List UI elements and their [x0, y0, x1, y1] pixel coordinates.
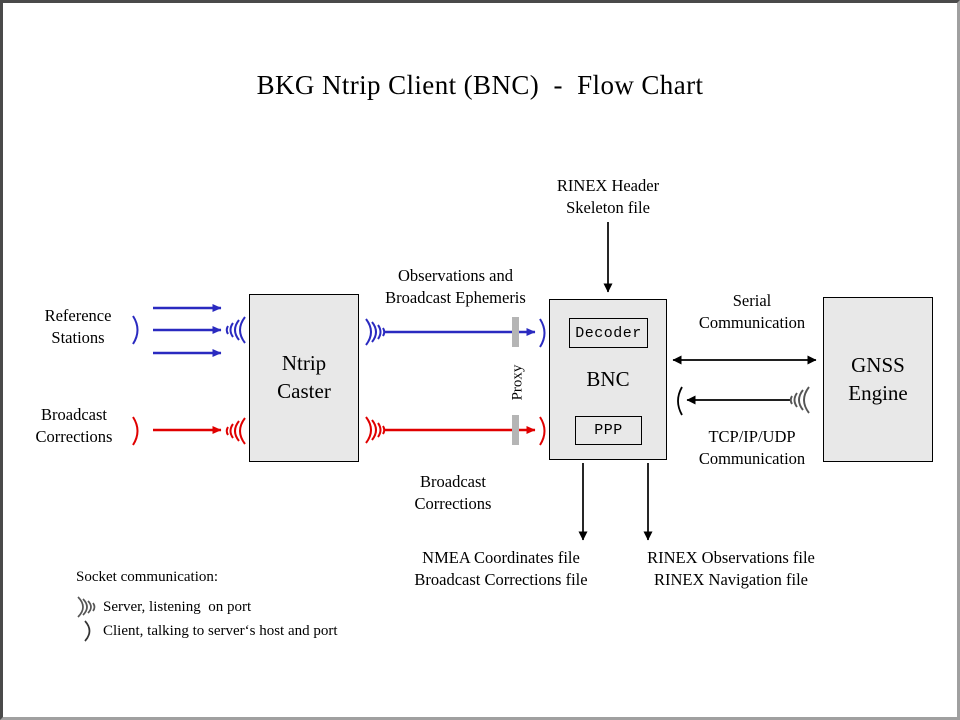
output-file-arrows [578, 463, 653, 541]
server-socket-icon-caster-output-corrections [365, 416, 386, 444]
client-socket-icon-reference-stations [132, 315, 139, 345]
server-socket-icon-caster-input-corrections [225, 417, 246, 445]
bnc-decoder-label: Decoder [575, 324, 642, 342]
proxy-label: Proxy [509, 364, 526, 401]
label-observations-line1: Observations and [397, 266, 514, 285]
bnc-ppp-label: PPP [594, 422, 623, 439]
server-socket-icon-caster-output-observations [365, 318, 386, 346]
bnc-decoder-box[interactable]: Decoder [569, 318, 648, 348]
label-observations-line2: Broadcast Ephemeris [385, 288, 526, 307]
client-socket-icon-bnc-observations [539, 318, 546, 348]
connector-layer [153, 222, 817, 541]
node-gnss-engine[interactable]: GNSS Engine [823, 297, 933, 462]
label-broadcast-corrections-input-line2: Corrections [35, 427, 113, 446]
label-tcpip-communication-line2: Communication [698, 449, 806, 468]
legend-server-label: Server, listening on port [103, 599, 252, 615]
ntrip-caster-label-line2: Caster [277, 379, 331, 403]
server-socket-icon-gnss-tcpip [789, 386, 810, 414]
label-serial-communication-line2: Communication [698, 313, 806, 332]
client-socket-icon-bnc-tcpip [677, 386, 683, 416]
label-reference-stations-line1: Reference [44, 306, 112, 325]
legend-title: Socket communication: [76, 569, 219, 585]
label-broadcast-corrections-mid-line1: Broadcast [420, 472, 486, 491]
node-ntrip-caster[interactable]: Ntrip Caster [249, 294, 359, 462]
page-title: BKG Ntrip Client (BNC) - Flow Chart [256, 70, 704, 100]
label-output-right-line2: RINEX Navigation file [654, 570, 808, 589]
ntrip-caster-label-line1: Ntrip [281, 351, 327, 376]
legend-client-label: Client, talking to server‘s host and por… [103, 623, 338, 639]
proxy-bar-top [512, 317, 519, 347]
client-socket-icon-broadcast-corrections [132, 416, 139, 446]
label-rinex-header-line1: RINEX Header [556, 176, 660, 195]
label-broadcast-corrections-input-line1: Broadcast [41, 405, 107, 424]
label-output-left-line1: NMEA Coordinates file [422, 548, 580, 567]
gnss-engine-label-line1: GNSS [851, 352, 905, 377]
label-reference-stations-line2: Stations [51, 328, 105, 347]
label-broadcast-corrections-mid-line2: Corrections [414, 494, 492, 513]
server-socket-icon-caster-input [225, 316, 246, 344]
label-rinex-header-line2: Skeleton file [566, 198, 650, 217]
label-output-right-line1: RINEX Observations file [647, 548, 815, 567]
label-output-left-line2: Broadcast Corrections file [414, 570, 588, 589]
bnc-ppp-box[interactable]: PPP [575, 416, 642, 445]
label-serial-communication-line1: Serial [732, 291, 772, 310]
proxy-bar-bottom [512, 415, 519, 445]
reference-station-arrows [153, 304, 222, 357]
gnss-engine-label-line2: Engine [848, 380, 908, 405]
bnc-label: BNC [586, 366, 630, 391]
legend-server-socket-icon [77, 596, 96, 618]
label-tcpip-communication-line1: TCP/IP/UDP [708, 427, 796, 446]
client-socket-icon-bnc-corrections [539, 416, 546, 446]
legend-client-socket-icon [84, 620, 91, 642]
